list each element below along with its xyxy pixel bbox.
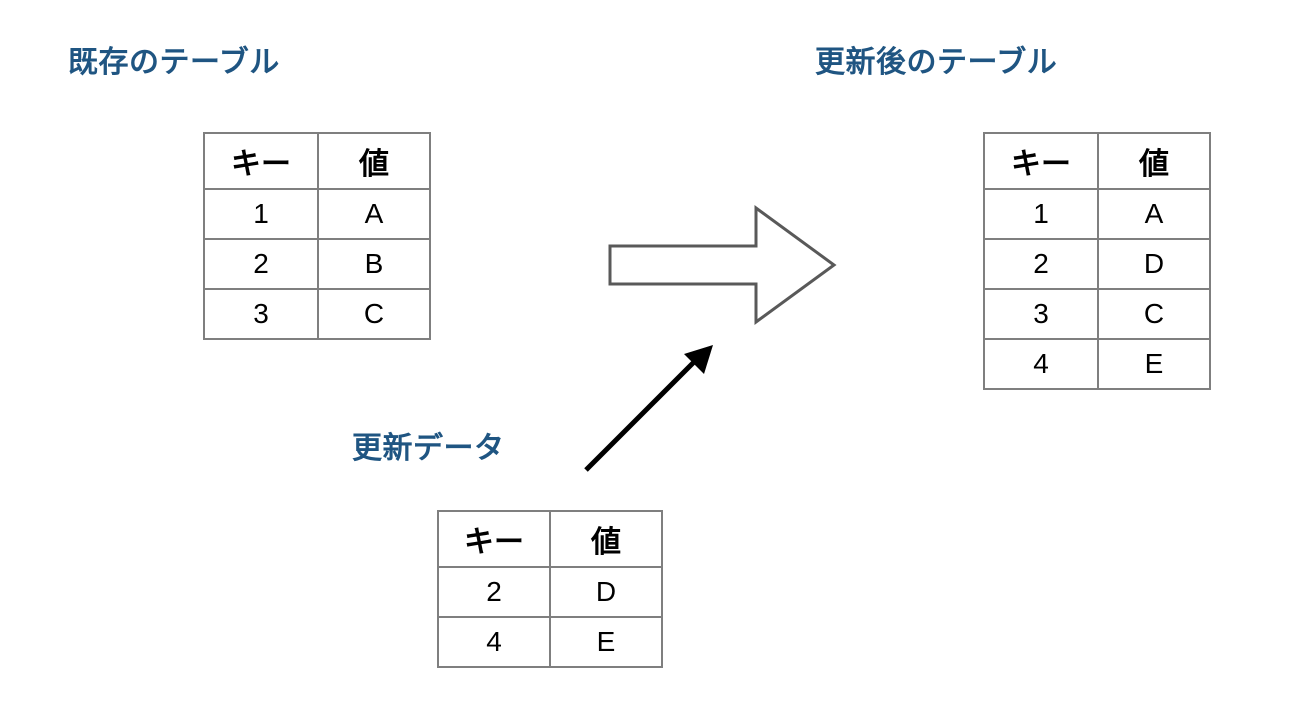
cell-key: 3 <box>983 288 1099 340</box>
column-header-value: 値 <box>1097 132 1211 190</box>
table-header-row: キー 値 <box>437 510 663 568</box>
cell-value-updated: D <box>1097 238 1211 290</box>
table-header-row: キー 値 <box>983 132 1211 190</box>
cell-key: 3 <box>203 288 319 340</box>
cell-value: A <box>1097 188 1211 240</box>
table-row: 1 A <box>983 188 1211 240</box>
cell-value: D <box>549 566 663 618</box>
table-row: 4 E <box>983 338 1211 390</box>
table-row: 3 C <box>203 288 431 340</box>
cell-value: A <box>317 188 431 240</box>
diagonal-arrow-up-right-icon <box>584 345 713 472</box>
cell-value: C <box>317 288 431 340</box>
update-data-table: キー 値 2 D 4 E <box>437 510 663 668</box>
cell-key: 1 <box>203 188 319 240</box>
cell-value: C <box>1097 288 1211 340</box>
column-header-value: 値 <box>317 132 431 190</box>
table-row: 3 C <box>983 288 1211 340</box>
cell-key: 1 <box>983 188 1099 240</box>
table-row: 2 D <box>437 566 663 618</box>
cell-key: 2 <box>203 238 319 290</box>
cell-key: 2 <box>437 566 551 618</box>
column-header-key: キー <box>203 132 319 190</box>
block-arrow-right-icon <box>608 205 837 325</box>
cell-value-inserted: E <box>1097 338 1211 390</box>
table-row: 1 A <box>203 188 431 240</box>
cell-key: 2 <box>983 238 1099 290</box>
block-arrow-shape <box>608 205 837 325</box>
heading-update-data: 更新データ <box>352 432 505 465</box>
heading-updated-table: 更新後のテーブル <box>815 46 1058 79</box>
cell-value: E <box>549 616 663 668</box>
diagonal-arrow-head <box>684 345 713 374</box>
column-header-key: キー <box>983 132 1099 190</box>
cell-key-inserted: 4 <box>983 338 1099 390</box>
column-header-value: 値 <box>549 510 663 568</box>
table-row: 2 D <box>983 238 1211 290</box>
heading-existing-table: 既存のテーブル <box>68 46 280 79</box>
table-row: 2 B <box>203 238 431 290</box>
column-header-key: キー <box>437 510 551 568</box>
table-row: 4 E <box>437 616 663 668</box>
cell-key: 4 <box>437 616 551 668</box>
diagonal-arrow-line <box>584 351 705 472</box>
cell-value: B <box>317 238 431 290</box>
existing-table: キー 値 1 A 2 B 3 C <box>203 132 431 340</box>
updated-table: キー 値 1 A 2 D 3 C 4 E <box>983 132 1211 390</box>
table-header-row: キー 値 <box>203 132 431 190</box>
